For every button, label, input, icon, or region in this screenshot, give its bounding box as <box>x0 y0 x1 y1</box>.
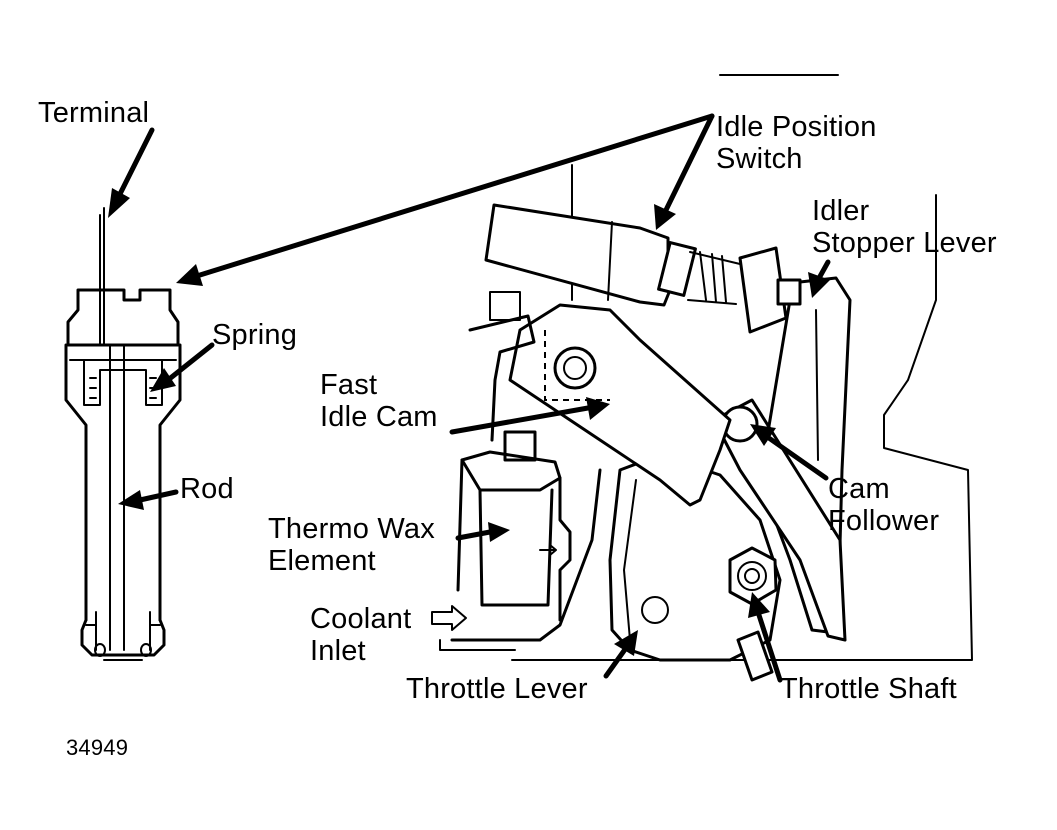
throttle-body-assembly <box>439 74 973 682</box>
label-terminal: Terminal <box>38 97 150 129</box>
label-rod: Rod <box>180 473 234 505</box>
label-fast-idle-cam-line1: Fast <box>320 369 378 401</box>
label-cam-follower-line2: Follower <box>828 505 940 537</box>
throttle-shaft-arrow <box>755 609 783 683</box>
label-thermo-wax-element-line1: Thermo Wax <box>268 513 435 545</box>
label-fast-idle-cam-line2: Idle Cam <box>320 401 438 433</box>
cam-follower-arrow <box>763 433 829 481</box>
label-thermo-wax-element-line2: Element <box>268 545 376 577</box>
idle-switch-arrow-right <box>663 113 715 213</box>
label-idle-position-switch-line2: Switch <box>716 143 803 175</box>
coolant-inlet-arrow <box>431 605 467 631</box>
figure-number: 34949 <box>66 735 129 760</box>
spring-arrow <box>165 342 215 383</box>
wax-element-assembly <box>64 207 182 661</box>
label-cam-follower-line1: Cam <box>828 473 890 505</box>
callout-arrows <box>108 113 831 683</box>
label-idler-stopper-lever-line1: Idler <box>812 195 870 227</box>
label-spring: Spring <box>212 319 298 351</box>
throttle-lever-arrow <box>603 645 629 679</box>
rod-arrow <box>137 489 179 503</box>
terminal-arrow <box>115 127 155 201</box>
label-throttle-shaft: Throttle Shaft <box>780 673 957 705</box>
thermo-wax-arrow <box>455 529 493 541</box>
label-idle-position-switch-line1: Idle Position <box>716 111 877 143</box>
label-coolant-inlet-line1: Coolant <box>310 603 412 635</box>
label-idler-stopper-lever-line2: Stopper Lever <box>812 227 997 259</box>
idle-switch-arrow-left <box>197 113 715 278</box>
label-coolant-inlet-line2: Inlet <box>310 635 366 667</box>
fast-idle-cam-arrow <box>449 405 591 435</box>
label-throttle-lever: Throttle Lever <box>406 673 588 705</box>
